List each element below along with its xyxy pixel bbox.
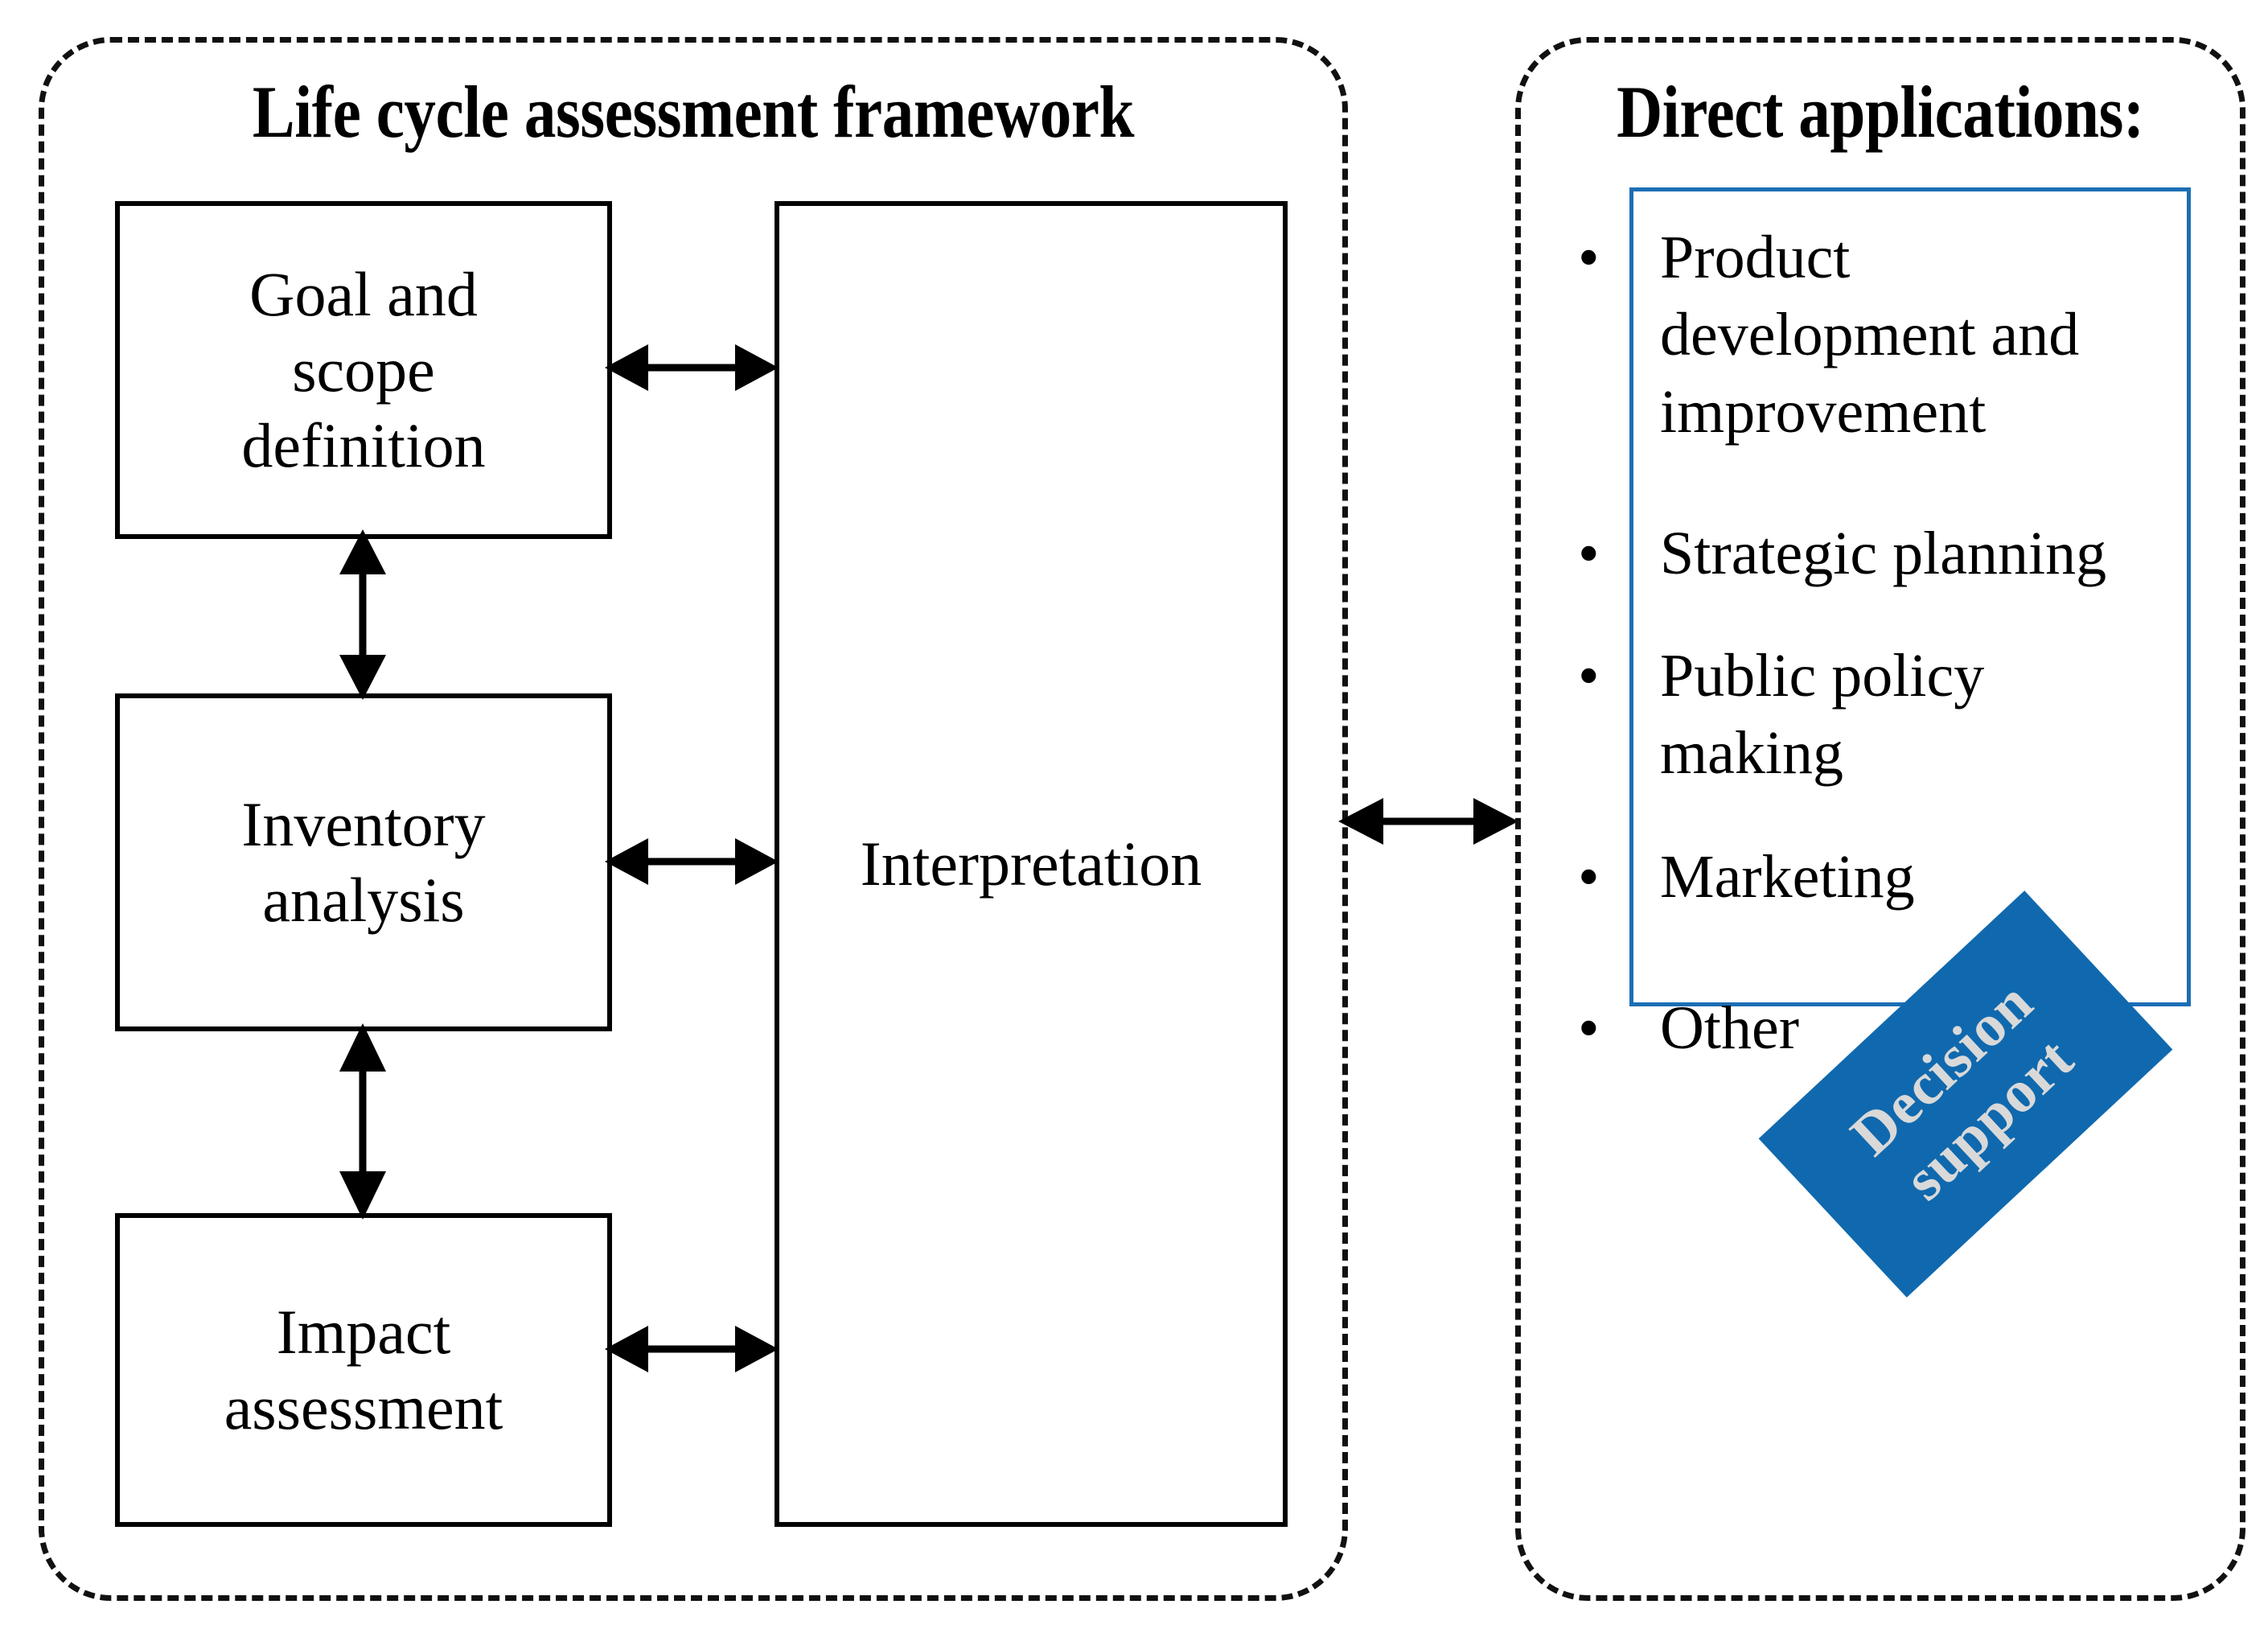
stage-label-interpretation: Interpretation <box>860 829 1202 899</box>
list-item: • Other <box>1560 989 2220 1067</box>
double-arrow-icon-goal-to-interpretation <box>605 338 779 397</box>
page-title-left-panel: Life cycle assessment framework <box>252 71 1135 153</box>
page-title-right-panel: Direct applications: <box>1617 71 2144 153</box>
application-label-other: Other <box>1660 994 1800 1062</box>
double-arrow-icon-inventory-to-interpretation <box>605 832 779 891</box>
bullet-icon: • <box>1578 843 1600 911</box>
double-arrow-icon-goal-to-inventory <box>333 529 392 700</box>
list-item: • Product development and improvement <box>1560 219 2220 450</box>
double-arrow-icon-impact-to-interpretation <box>605 1319 779 1379</box>
applications-list: • Product development and improvement • … <box>1560 219 2220 1067</box>
double-arrow-icon-inventory-to-impact <box>333 1023 392 1220</box>
bullet-icon: • <box>1578 520 1600 587</box>
list-item: • Public policy making <box>1560 637 2220 792</box>
stage-box-inventory-analysis: Inventory analysis <box>115 693 612 1031</box>
stage-label-impact-assessment: Impact assessment <box>224 1297 503 1442</box>
application-label-marketing: Marketing <box>1660 843 1915 911</box>
application-label-strategic-planning: Strategic planning <box>1660 520 2107 587</box>
stage-label-inventory-analysis: Inventory analysis <box>241 789 486 935</box>
stage-box-interpretation: Interpretation <box>774 201 1288 1527</box>
stage-box-goal-and-scope-definition: Goal and scope definition <box>115 201 612 539</box>
stage-label-goal-and-scope-definition: Goal and scope definition <box>241 259 486 480</box>
list-item: • Strategic planning <box>1560 515 2220 592</box>
bullet-icon: • <box>1578 224 1600 291</box>
application-label-product-development: Product development and improvement <box>1660 224 2080 446</box>
double-arrow-icon-framework-to-applications <box>1338 792 1518 851</box>
bullet-icon: • <box>1578 994 1600 1062</box>
stage-box-impact-assessment: Impact assessment <box>115 1213 612 1527</box>
application-label-public-policy-making: Public policy making <box>1660 642 1985 787</box>
panel-direct-applications <box>1515 37 2245 1601</box>
bullet-icon: • <box>1578 642 1600 710</box>
list-item: • Marketing <box>1560 838 2220 915</box>
